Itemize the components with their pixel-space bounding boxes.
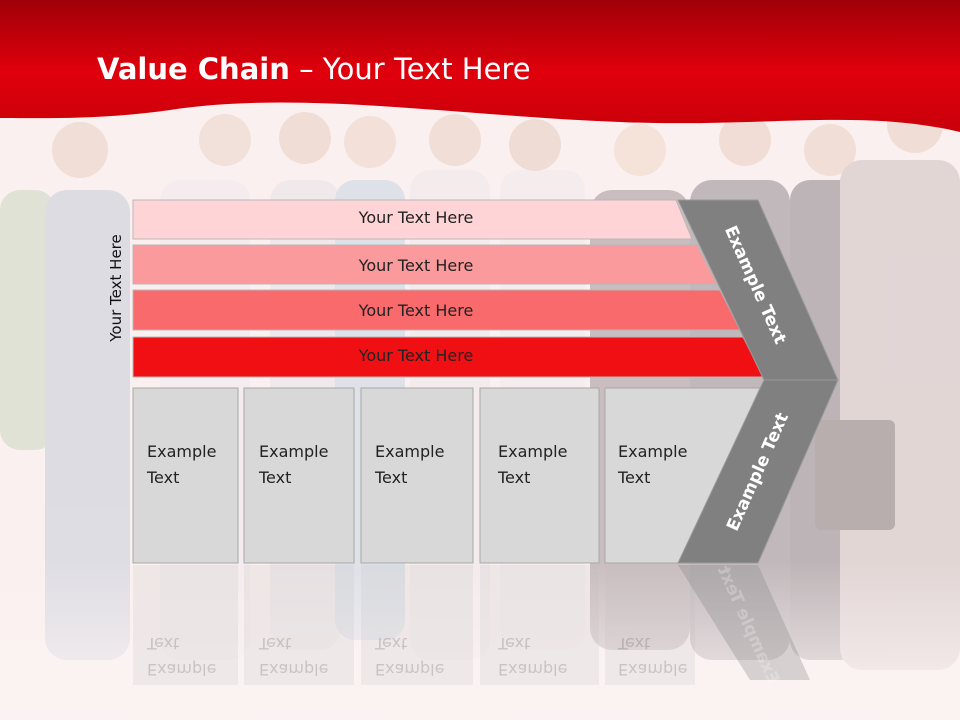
row-label-2: Your Text Here [358,256,474,275]
row-bars [132,199,765,378]
chevron-arrow [677,199,839,680]
title-rest: – Your Text Here [289,52,531,86]
page-title: Value Chain – Your Text Here [97,52,531,86]
boxes [132,387,761,564]
row-bar-1[interactable] [132,199,693,240]
row-bar-2[interactable] [132,244,718,285]
box-reflection-4 [480,565,599,685]
box-3[interactable] [360,387,474,564]
row-label-3: Your Text Here [358,301,474,320]
box-reflections [133,565,695,685]
box-2[interactable] [243,387,355,564]
row-label-1: Your Text Here [358,208,474,227]
box-reflection-5 [605,565,695,685]
box-reflection-2 [244,565,354,685]
box-reflection-1 [133,565,238,685]
title-bold: Value Chain [97,52,290,86]
chevron-lower[interactable] [677,379,839,564]
box-4[interactable] [479,387,600,564]
box-reflection-3 [361,565,473,685]
header-band [0,0,960,132]
chevron-reflection [678,565,810,680]
row-label-4: Your Text Here [358,346,474,365]
box-1[interactable] [132,387,239,564]
